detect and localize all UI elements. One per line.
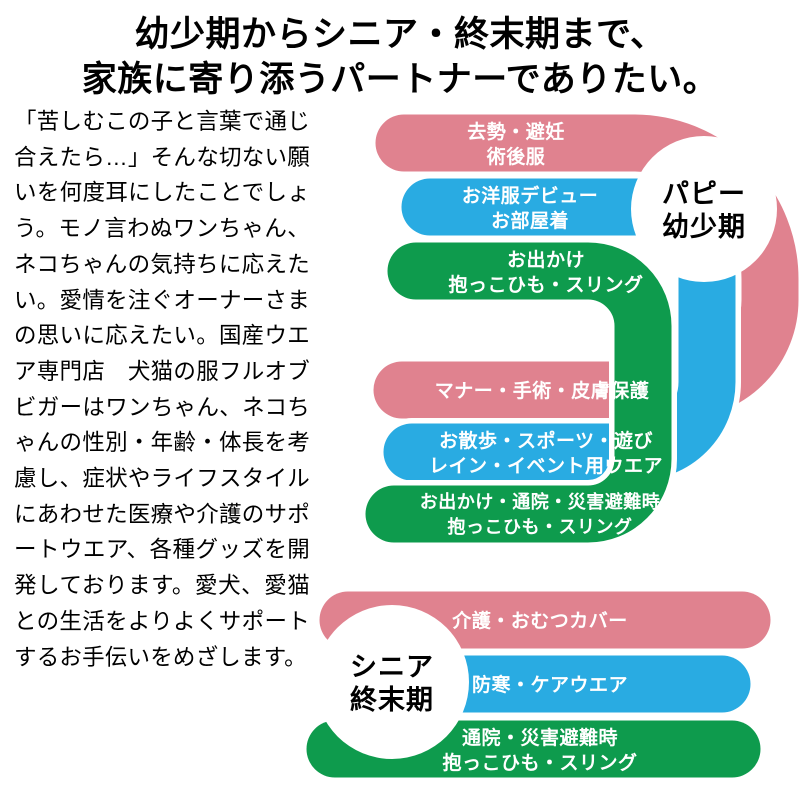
band-label-hospital-line2: 抱っこひも・スリング xyxy=(442,751,637,774)
band-label-outing-line1: お出かけ xyxy=(507,248,585,271)
band-label-postop-line1: 去勢・避妊 xyxy=(467,120,565,143)
band-label-debut-line1: お洋服デビュー xyxy=(462,184,599,207)
band-label-hospital-line1: 通院・災害避難時 xyxy=(462,726,618,749)
band-label-postop-line2: 術後服 xyxy=(486,145,546,168)
band-label-carry-line1: お出かけ・通院・災害避難時 xyxy=(420,491,661,512)
senior-stage-label-line1: シニア xyxy=(350,652,434,682)
puppy-stage-label-line2: 幼少期 xyxy=(662,212,746,242)
senior-stage-label-line2: 終末期 xyxy=(350,684,434,715)
band-label-sports-line1: お散歩・スポーツ・遊び xyxy=(439,429,653,452)
page-title-line2: 家族に寄り添うパートナーでありたい。 xyxy=(81,60,719,99)
band-label-carewear: 防寒・ケアウエア xyxy=(472,673,628,696)
page-title: 幼少期からシニア・終末期まで、 家族に寄り添うパートナーでありたい。 xyxy=(0,12,800,102)
intro-paragraph: 「苦しむこの子と言葉で通じ合えたら…」そんな切ない願いを何度耳にしたことでしょう… xyxy=(14,109,310,670)
band-label-debut-line2: お部屋着 xyxy=(491,209,569,232)
band-label-sports-line2: レイン・イベント用ウエア xyxy=(429,455,663,477)
band-label-manner: マナー・手術・皮膚保護 xyxy=(435,379,650,402)
band-label-outing-line2: 抱っこひも・スリング xyxy=(448,273,643,296)
puppy-stage-label-line1: パピー xyxy=(662,179,746,209)
green-flow-band xyxy=(365,242,672,543)
page-title-line1: 幼少期からシニア・終末期まで、 xyxy=(134,15,666,54)
band-label-nursing: 介護・おむつカバー xyxy=(451,609,628,632)
senior-stage-circle xyxy=(315,605,469,759)
puppy-stage-circle xyxy=(631,136,777,282)
band-label-carry-line2: 抱っこひも・スリング xyxy=(448,516,633,537)
